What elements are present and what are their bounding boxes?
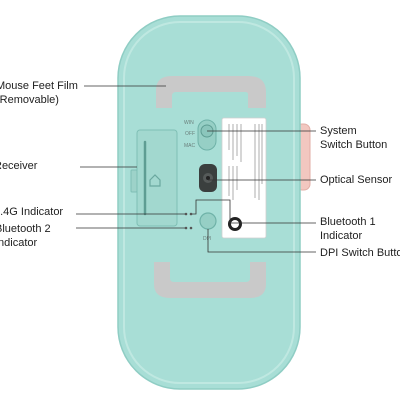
callout-feet-film: Mouse Feet Film (Removable) bbox=[0, 79, 78, 107]
callout-lines bbox=[76, 85, 316, 253]
indicator-dot bbox=[184, 212, 188, 216]
callout-24g-indicator: 2.4G Indicator bbox=[0, 205, 63, 219]
top-feet-film bbox=[156, 76, 266, 108]
bottom-feet-film bbox=[154, 262, 266, 298]
callout-receiver: Receiver bbox=[0, 159, 37, 173]
callout-system-line2: Switch Button bbox=[320, 139, 388, 151]
receiver-compartment bbox=[136, 129, 178, 227]
callout-sensor-line1: Optical Sensor bbox=[320, 174, 393, 186]
callout-feet-film-line1: Mouse Feet Film bbox=[0, 80, 78, 92]
dpi-button bbox=[199, 212, 217, 230]
callout-bt1-line2: Indicator bbox=[320, 230, 363, 242]
callout-feet-film-line2: (Removable) bbox=[0, 94, 59, 106]
callout-system-switch: System Switch Button bbox=[320, 124, 387, 152]
callout-optical-sensor: Optical Sensor bbox=[320, 173, 392, 187]
off-label: OFF bbox=[185, 131, 195, 137]
win-label: WIN bbox=[184, 120, 194, 126]
callout-24g-line1: 2.4G Indicator bbox=[0, 206, 64, 218]
dpi-label: DPI bbox=[203, 236, 211, 242]
mac-label: MAC bbox=[184, 143, 196, 149]
indicator-dot bbox=[184, 226, 188, 230]
leader-bt1 bbox=[192, 199, 316, 224]
indicator-dot bbox=[189, 226, 193, 230]
callout-system-line1: System bbox=[320, 125, 357, 137]
callout-dpi-line1: DPI Switch Button bbox=[320, 247, 400, 259]
label-fine-print bbox=[228, 124, 263, 200]
indicator-dot bbox=[189, 212, 193, 216]
callout-bluetooth2: Bluetooth 2 Indicator bbox=[0, 222, 51, 250]
callout-dpi-switch: DPI Switch Button bbox=[320, 246, 400, 260]
product-label bbox=[221, 117, 267, 239]
callout-bt1-line1: Bluetooth 1 bbox=[320, 216, 376, 228]
receiver-arrow-icon bbox=[149, 174, 161, 187]
callout-bt2-line2: Indicator bbox=[0, 237, 38, 249]
leader-dpi bbox=[207, 229, 316, 253]
callout-bluetooth1: Bluetooth 1 Indicator bbox=[320, 215, 376, 243]
receiver-tab bbox=[130, 169, 138, 193]
callout-bt2-line1: Bluetooth 2 bbox=[0, 223, 51, 235]
mouse-body-shade bbox=[123, 21, 295, 384]
callout-receiver-line1: Receiver bbox=[0, 160, 38, 172]
